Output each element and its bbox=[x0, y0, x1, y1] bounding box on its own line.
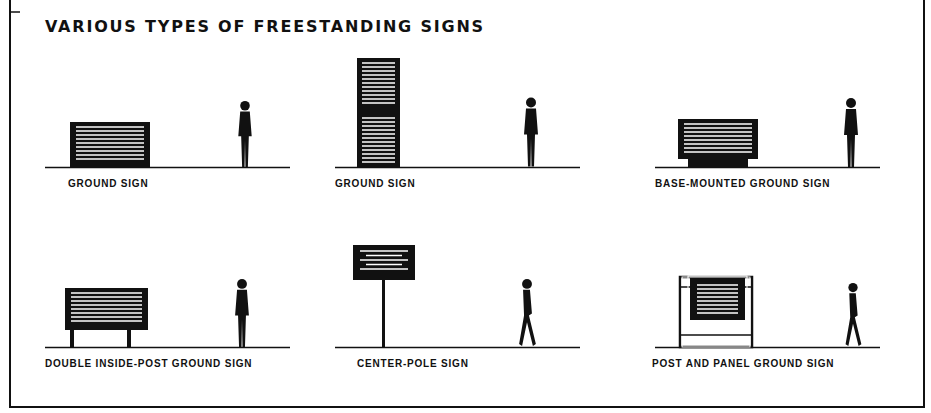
sign-stripe bbox=[71, 316, 142, 318]
sign-stripe bbox=[362, 129, 395, 131]
sign-stripe bbox=[697, 304, 738, 306]
sign-stripe bbox=[76, 158, 144, 160]
sign-stripe bbox=[362, 141, 395, 143]
sign-stripe bbox=[697, 284, 738, 286]
sign-stripe bbox=[71, 308, 142, 310]
sign-stripe bbox=[362, 153, 395, 155]
sign-caption: GROUND SIGN bbox=[335, 178, 415, 189]
sign-stripe bbox=[684, 143, 752, 145]
sign-stripe bbox=[362, 117, 395, 119]
sign-stripe bbox=[360, 268, 408, 270]
sign-stripe bbox=[76, 134, 144, 136]
sign-stripe bbox=[684, 139, 752, 141]
sign-stripe bbox=[76, 142, 144, 144]
sign-stripe bbox=[697, 308, 738, 310]
sign-stripe bbox=[362, 121, 395, 123]
diagram-title: VARIOUS TYPES OF FREESTANDING SIGNS bbox=[45, 17, 485, 36]
sign-stripe bbox=[71, 320, 142, 322]
sign-stripe bbox=[71, 292, 142, 294]
sign-stripe bbox=[362, 78, 395, 80]
sign-stripe bbox=[684, 127, 752, 129]
sign-stripe bbox=[71, 304, 142, 306]
sign-stripe bbox=[76, 150, 144, 152]
sign-stripe bbox=[697, 300, 738, 302]
sign-stripe bbox=[71, 296, 142, 298]
sign-stripe bbox=[362, 94, 395, 96]
sign-stripe bbox=[76, 126, 144, 128]
sign-stripe bbox=[362, 149, 395, 151]
sign-stripe bbox=[362, 66, 395, 68]
sign-stripe bbox=[362, 74, 395, 76]
sign-stripe bbox=[684, 151, 752, 153]
sign-stripe bbox=[362, 102, 395, 104]
sign-stripe bbox=[697, 288, 738, 290]
sign-stripe bbox=[362, 86, 395, 88]
sign-caption: GROUND SIGN bbox=[68, 178, 148, 189]
sign-caption: BASE-MOUNTED GROUND SIGN bbox=[655, 178, 830, 189]
sign-stripe bbox=[71, 312, 142, 314]
sign-stripe bbox=[362, 62, 395, 64]
sign-stripe bbox=[360, 259, 408, 261]
sign-stripe bbox=[360, 250, 408, 252]
sign-stripe bbox=[362, 98, 395, 100]
sign-stripe bbox=[697, 292, 738, 294]
sign-stripe bbox=[362, 70, 395, 72]
sign-stripe bbox=[362, 90, 395, 92]
sign-stripe bbox=[76, 146, 144, 148]
sign-stripe bbox=[76, 130, 144, 132]
sign-stripe bbox=[362, 133, 395, 135]
sign-stripe bbox=[366, 264, 402, 266]
sign-stripe bbox=[684, 123, 752, 125]
sign-stripe bbox=[684, 131, 752, 133]
sign-caption: CENTER-POLE SIGN bbox=[357, 358, 469, 369]
sign-stripe bbox=[366, 255, 402, 257]
sign-stripe bbox=[697, 296, 738, 298]
sign-caption: POST AND PANEL GROUND SIGN bbox=[652, 358, 834, 369]
sign-stripe bbox=[71, 300, 142, 302]
sign-stripe bbox=[76, 154, 144, 156]
sign-stripe bbox=[684, 147, 752, 149]
sign-stripe bbox=[362, 161, 395, 163]
sign-stripe bbox=[76, 138, 144, 140]
sign-stripe bbox=[697, 312, 738, 314]
sign-stripe bbox=[362, 137, 395, 139]
sign-stripe bbox=[362, 82, 395, 84]
sign-stripe bbox=[362, 125, 395, 127]
sign-caption: DOUBLE INSIDE-POST GROUND SIGN bbox=[45, 358, 252, 369]
sign-stripe bbox=[684, 135, 752, 137]
sign-stripe bbox=[362, 157, 395, 159]
sign-stripe bbox=[362, 145, 395, 147]
